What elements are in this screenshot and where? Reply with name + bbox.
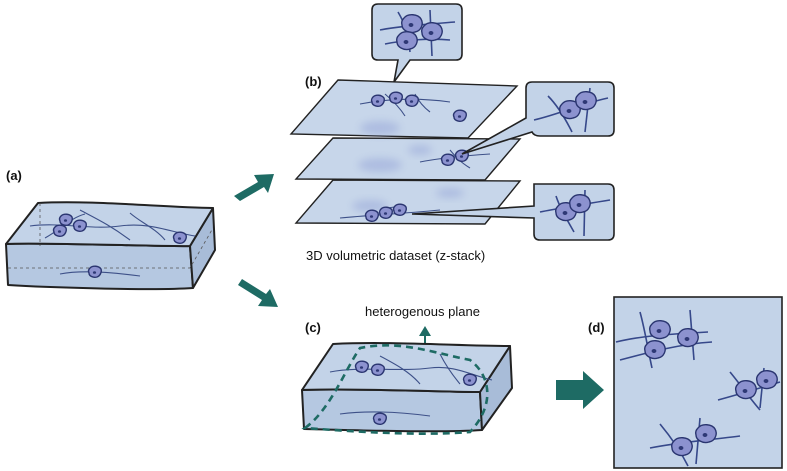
callout-bottom (411, 183, 615, 241)
plane-caption: heterogenous plane (365, 304, 480, 319)
zstack-caption: 3D volumetric dataset (z-stack) (306, 248, 485, 263)
tissue-block-c (301, 342, 513, 435)
callout-middle (461, 81, 615, 155)
tissue-block-a (5, 201, 216, 291)
arrow-to-c (238, 279, 278, 307)
panel-d (613, 296, 783, 469)
zstack-plane-middle (294, 137, 522, 181)
label-c: (c) (305, 320, 321, 335)
label-d: (d) (588, 320, 605, 335)
zstack-plane-top (289, 79, 519, 139)
arrow-to-b (234, 174, 274, 201)
arrow-to-d (556, 371, 604, 409)
callout-top (371, 3, 463, 83)
label-b: (b) (305, 74, 322, 89)
zstack-plane-bottom (294, 179, 522, 225)
label-a: (a) (6, 168, 22, 183)
